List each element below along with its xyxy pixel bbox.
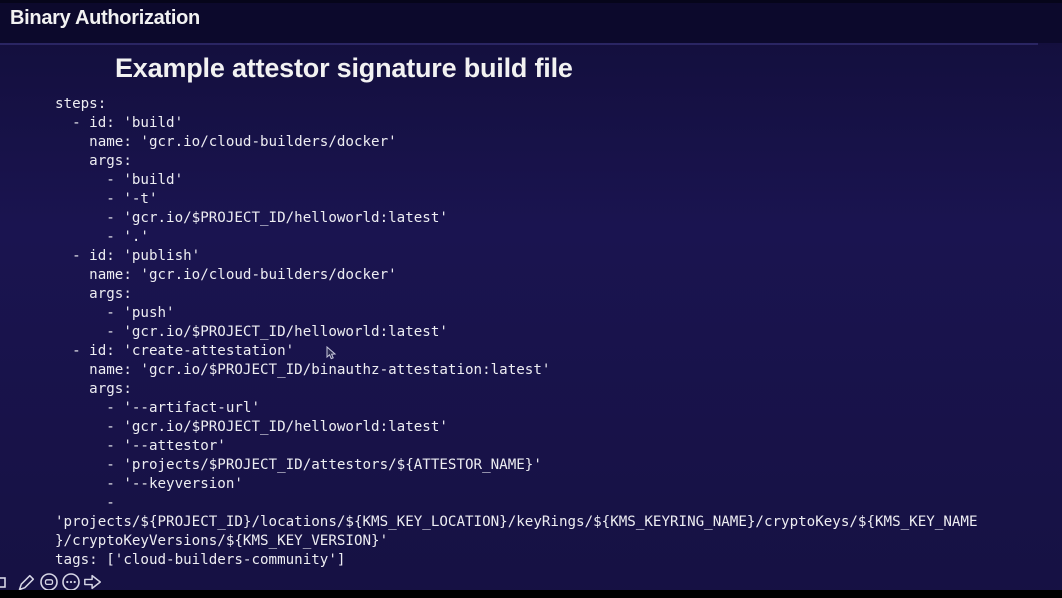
slide-title: Example attestor signature build file <box>115 53 573 83</box>
header-divider <box>0 43 1038 45</box>
laser-button-icon[interactable] <box>39 572 59 592</box>
next-arrow-icon[interactable] <box>83 572 103 592</box>
annotation-toolbar <box>0 572 103 592</box>
header-bar: Binary Authorization <box>0 0 1062 43</box>
mouse-cursor-icon <box>326 346 337 360</box>
build-file-code: steps: - id: 'build' name: 'gcr.io/cloud… <box>55 96 978 568</box>
pencil-icon[interactable] <box>17 572 37 592</box>
bottom-letterbox-bar <box>0 590 1062 598</box>
page-title: Binary Authorization <box>10 7 200 29</box>
top-edge-bar <box>0 0 1062 3</box>
square-icon[interactable] <box>0 572 15 592</box>
more-options-icon[interactable] <box>61 572 81 592</box>
